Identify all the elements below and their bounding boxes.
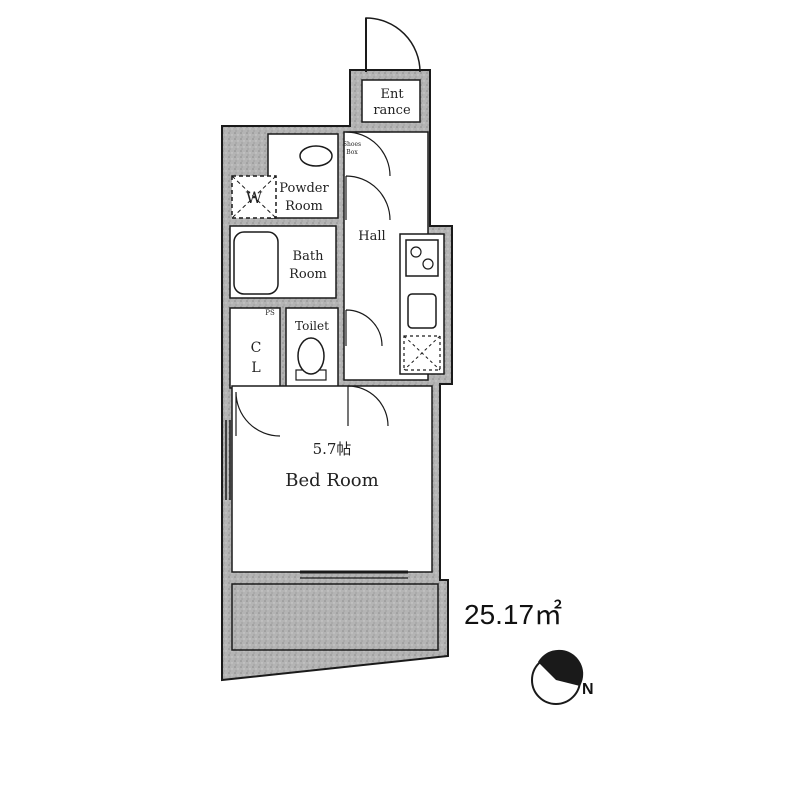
kitchen-sink-icon xyxy=(407,293,437,329)
washer-space xyxy=(231,175,277,219)
bath-room-label-2: Room xyxy=(289,267,327,282)
entrance-door xyxy=(365,17,421,73)
bath-room-label-1: Bath xyxy=(293,249,325,264)
compass-label: N xyxy=(582,681,594,698)
room-labels: Ent rance Shoes Box W Powder Room Hall B… xyxy=(246,87,411,491)
refrigerator-space xyxy=(403,335,441,371)
closet-area xyxy=(229,307,281,389)
entrance-label-1: Ent xyxy=(380,87,404,102)
stove-icon xyxy=(405,239,439,277)
shoes-box-label-2: Box xyxy=(346,149,358,156)
north-arrow-icon: N xyxy=(531,649,594,705)
toilet-bowl-icon xyxy=(295,337,327,381)
bedroom-size-label: 5.7帖 xyxy=(313,440,352,458)
hall-label: Hall xyxy=(358,229,385,244)
floor-area-label: 25.17㎡ xyxy=(464,599,562,630)
entrance-area xyxy=(361,79,421,123)
washer-label: W xyxy=(246,188,263,207)
washbasin-icon xyxy=(299,145,333,167)
entrance-label-2: rance xyxy=(373,103,411,118)
balcony-area xyxy=(231,583,439,651)
closet-label-2: L xyxy=(251,360,260,376)
closet-label-1: C xyxy=(251,340,262,356)
interior-doors xyxy=(235,131,408,579)
powder-room-label-1: Powder xyxy=(279,181,329,196)
shoes-box-label-1: Shoes xyxy=(343,141,361,148)
ps-label: PS xyxy=(265,309,275,317)
bedroom-label: Bed Room xyxy=(285,470,378,491)
powder-room-label-2: Room xyxy=(285,199,323,214)
toilet-label: Toilet xyxy=(295,319,329,333)
bathtub-icon xyxy=(233,231,279,295)
bedroom-window xyxy=(225,420,231,500)
bedroom-area xyxy=(231,385,433,573)
